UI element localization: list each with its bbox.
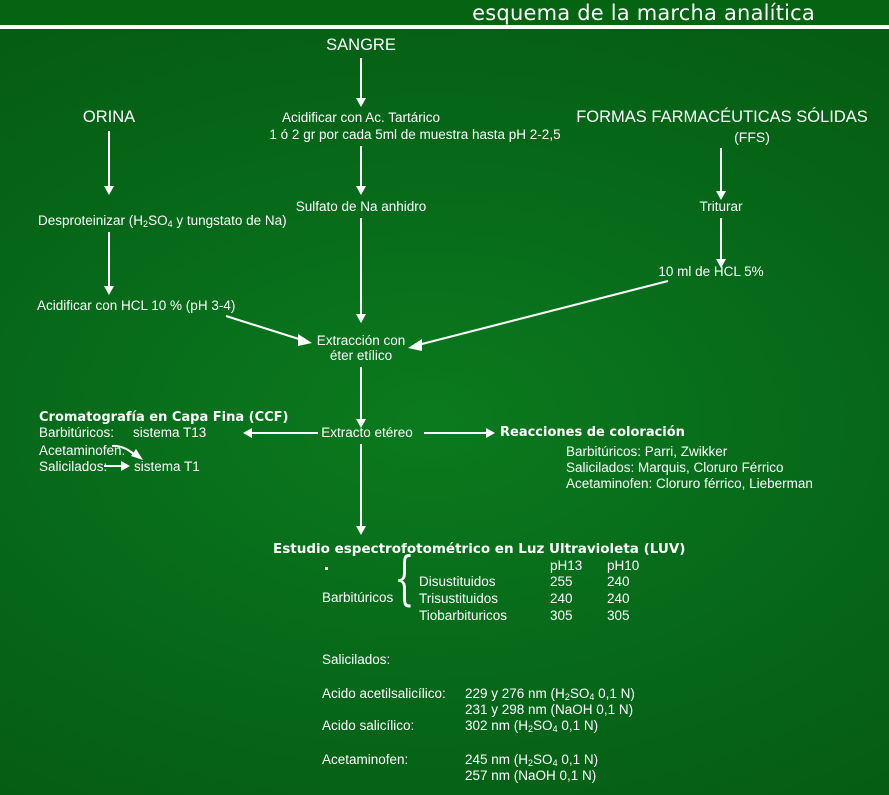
luv-row-name-0: Disustituidos [419, 574, 496, 589]
connector-extracto-to-coloracion [424, 432, 486, 434]
ccf-row-salicilados-value: sistema T1 [134, 459, 200, 474]
node-ffs-title: FORMAS FARMACÉUTICAS SÓLIDAS [576, 108, 868, 126]
luv-entry-value-0-0: 229 y 276 nm (H2SO4 0,1 N) [465, 686, 635, 702]
node-extraccion-line1: Extracción con [316, 333, 406, 348]
node-sangre: SANGRE [326, 36, 396, 54]
arrowhead-salicilados [121, 461, 130, 471]
connector-sangre-stem [360, 58, 362, 100]
ccf-title: Cromatografía en Capa Fina (CCF) [39, 410, 289, 425]
page-title: esquema de la marcha analítica [472, 1, 815, 25]
luv-entry-label-1: Acido salicílico: [322, 718, 415, 733]
luv-row-name-1: Trisustituidos [419, 591, 499, 606]
luv-row-ph13-2: 305 [550, 608, 573, 623]
connector-sulfato-stem [360, 218, 362, 316]
arrowhead-extracto-down [356, 526, 366, 535]
node-acidificar-hcl10: Acidificar con HCL 10 % (pH 3-4) [37, 298, 236, 313]
ccf-row-salicilados-label: Salicilados: [39, 459, 108, 474]
luv-row-ph13-1: 240 [550, 591, 573, 606]
arrowhead-sangre [356, 98, 366, 107]
ccf-row-barbituricos-value: sistema T13 [133, 425, 207, 440]
node-acidificar-tartarico-line1: Acidificar con Ac. Tartárico [281, 110, 441, 125]
connector-acidificar-to-extraccion [225, 315, 312, 346]
arrowhead-ccf [243, 428, 252, 438]
arrowhead-orina [104, 186, 114, 195]
header-divider [0, 25, 889, 29]
arrowhead-coloracion [486, 428, 495, 438]
connector-salicilados-to-sistema-t1 [104, 465, 122, 467]
connector-extracto-stem [360, 444, 362, 528]
luv-col-ph10: pH10 [607, 558, 640, 573]
luv-title: Estudio espectrofotométrico en Luz Ultra… [273, 541, 686, 557]
luv-group-label: Barbitúricos [322, 590, 394, 605]
node-extracto-etereo: Extracto etéreo [321, 425, 413, 440]
coloracion-row-salicilados: Salicilados: Marquis, Cloruro Férrico [566, 460, 784, 475]
node-sulfato-na: Sulfato de Na anhidro [295, 199, 427, 214]
arrowhead-extraccion [356, 419, 366, 428]
node-desproteinizar: Desproteinizar (H2SO4 y tungstato de Na) [38, 213, 287, 229]
connector-triturar-stem [720, 218, 722, 261]
luv-entry-label-0: Acido acetilsalicílico: [322, 686, 446, 701]
luv-salicilados-label: Salicilados: [322, 652, 391, 667]
connector-orina-stem [108, 131, 110, 188]
connector-hcl5-to-extraccion [408, 280, 669, 351]
connector-extracto-to-ccf [252, 432, 318, 434]
arrowhead-sulfato [356, 314, 366, 323]
connector-tartarico-stem [360, 146, 362, 188]
node-extraccion-line2: éter etílico [329, 348, 393, 363]
connector-desproteinizar-stem [108, 232, 110, 288]
luv-entry-value-0-1: 231 y 298 nm (NaOH 0,1 N) [465, 702, 634, 717]
node-ffs-abbrev: (FFS) [734, 129, 770, 145]
ccf-row-barbituricos-label: Barbitúricos: [39, 425, 115, 440]
arrowhead-ffs [716, 191, 726, 200]
luv-entry-value-2-0: 245 nm (H2SO4 0,1 N) [465, 752, 599, 768]
luv-entry-label-2: Acetaminofen: [322, 752, 409, 767]
arrowhead-tartarico [356, 186, 366, 195]
node-orina: ORINA [82, 108, 136, 126]
stray-dot [325, 567, 328, 570]
luv-row-name-2: Tiobarbituricos [419, 608, 508, 623]
connector-ffs-stem [720, 148, 722, 193]
header-band [0, 0, 889, 25]
luv-row-ph10-0: 240 [607, 574, 630, 589]
luv-row-ph10-2: 305 [607, 608, 630, 623]
luv-entry-value-2-1: 257 nm (NaOH 0,1 N) [465, 768, 597, 783]
coloracion-title: Reacciones de coloración [500, 425, 685, 440]
luv-brace: { [394, 544, 415, 612]
coloracion-row-barbituricos: Barbitúricos: Parri, Zwikker [566, 444, 728, 459]
connector-acetaminofen-to-sistema-t1 [111, 444, 143, 460]
luv-row-ph10-1: 240 [607, 591, 630, 606]
coloracion-row-acetaminofen: Acetaminofen: Cloruro férrico, Lieberman [566, 476, 813, 491]
arrowhead-triturar [716, 259, 726, 268]
connector-extraccion-stem [360, 367, 362, 421]
ccf-row-acetaminofen-label: Acetaminofen: [39, 443, 126, 458]
luv-col-ph13: pH13 [550, 558, 583, 573]
luv-entry-value-1-0: 302 nm (H2SO4 0,1 N) [465, 718, 599, 734]
node-hcl5: 10 ml de HCL 5% [658, 264, 764, 279]
node-triturar: Triturar [699, 199, 743, 214]
arrowhead-desproteinizar [104, 286, 114, 295]
luv-row-ph13-0: 255 [550, 574, 573, 589]
node-acidificar-tartarico-line2: 1 ó 2 gr por cada 5ml de muestra hasta p… [269, 127, 561, 142]
